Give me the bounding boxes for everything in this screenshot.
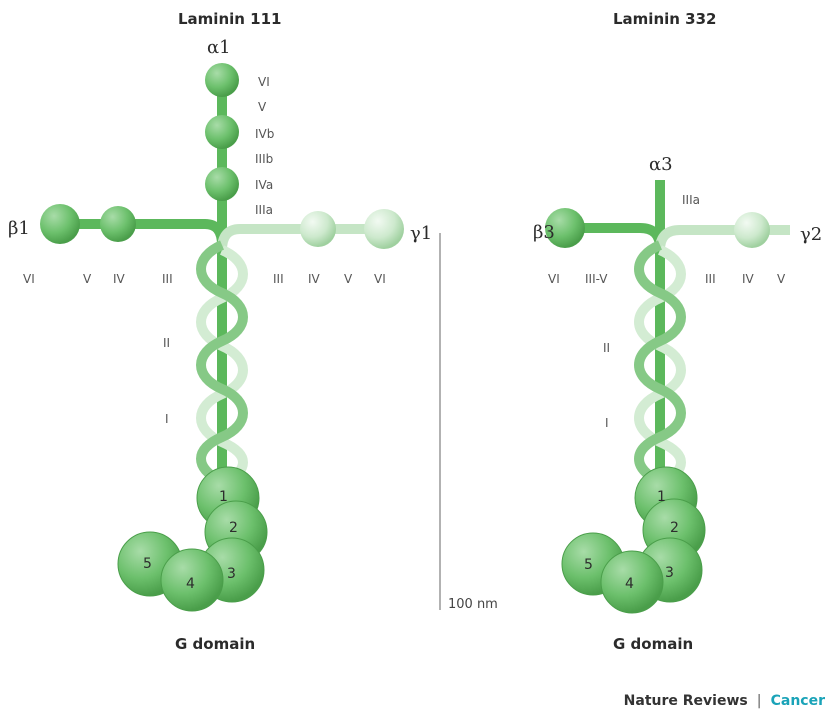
scale-label: 100 nm bbox=[448, 597, 498, 612]
alpha3-label: α3 bbox=[649, 154, 673, 175]
g-domain-332: 1 2 3 4 5 bbox=[562, 467, 705, 613]
gamma2-arm bbox=[660, 230, 790, 250]
g-number: 1 bbox=[219, 489, 228, 505]
beta1-label: β1 bbox=[8, 218, 30, 239]
alpha1-domain-label: VI bbox=[258, 75, 270, 89]
alpha1-domain-label: IVa bbox=[255, 178, 273, 192]
g-number: 2 bbox=[670, 520, 679, 536]
journal-credit: Nature Reviews | Cancer bbox=[624, 693, 825, 709]
gamma2-domain-label: IV bbox=[742, 272, 755, 286]
laminin-332: Laminin 332 α3 IIIa β3 γ2 VI III-V III I… bbox=[533, 10, 822, 653]
coil-domain-label: I bbox=[165, 412, 169, 426]
gamma1-globule-iv bbox=[300, 211, 336, 247]
alpha1-domain-label: IVb bbox=[255, 127, 274, 141]
laminin-111: Laminin 111 α1 VI V IVb IIIb IVa IIIa β1… bbox=[8, 10, 432, 653]
beta1-domain-label: III bbox=[162, 272, 173, 286]
g-domain-111: 1 2 3 4 5 bbox=[118, 467, 267, 611]
g-number: 5 bbox=[143, 556, 152, 572]
beta3-label: β3 bbox=[533, 222, 555, 243]
beta3-domain-label: III-V bbox=[585, 272, 608, 286]
beta1-domain-label: IV bbox=[113, 272, 126, 286]
gamma1-domain-label: VI bbox=[374, 272, 386, 286]
gamma2-globule-iv bbox=[734, 212, 770, 248]
g-domain-label: G domain bbox=[175, 635, 255, 653]
alpha3-domain-label: IIIa bbox=[682, 193, 700, 207]
alpha1-domain-label: IIIa bbox=[255, 203, 273, 217]
beta1-arm bbox=[60, 224, 222, 245]
g-number: 4 bbox=[625, 576, 634, 592]
gamma1-domain-label: III bbox=[273, 272, 284, 286]
beta1-globule-iv bbox=[100, 206, 136, 242]
gamma2-domain-label: III bbox=[705, 272, 716, 286]
alpha1-globule-ivb bbox=[205, 115, 239, 149]
beta3-domain-label: VI bbox=[548, 272, 560, 286]
g-number: 3 bbox=[227, 566, 236, 582]
credit-separator: | bbox=[757, 693, 762, 709]
g-number: 5 bbox=[584, 557, 593, 573]
beta1-domain-label: VI bbox=[23, 272, 35, 286]
gamma1-globule-vi bbox=[364, 209, 404, 249]
beta1-globule-vi bbox=[40, 204, 80, 244]
gamma2-domain-label: V bbox=[777, 272, 786, 286]
alpha1-label: α1 bbox=[207, 37, 231, 58]
laminin-332-title: Laminin 332 bbox=[613, 10, 716, 28]
gamma2-label: γ2 bbox=[800, 224, 822, 245]
alpha1-globule-iva bbox=[205, 167, 239, 201]
alpha1-globule-vi bbox=[205, 63, 239, 97]
journal-section: Cancer bbox=[771, 693, 825, 709]
g-number: 2 bbox=[229, 520, 238, 536]
alpha1-domain-label: V bbox=[258, 100, 267, 114]
gamma1-domain-label: V bbox=[344, 272, 353, 286]
g-number: 3 bbox=[665, 565, 674, 581]
beta1-domain-label: V bbox=[83, 272, 92, 286]
g-domain-label: G domain bbox=[613, 635, 693, 653]
journal-name: Nature Reviews bbox=[624, 693, 748, 709]
coil-domain-label: II bbox=[603, 341, 610, 355]
gamma1-domain-label: IV bbox=[308, 272, 321, 286]
laminin-111-title: Laminin 111 bbox=[178, 10, 281, 28]
coil-domain-label: II bbox=[163, 336, 170, 350]
coil-domain-label: I bbox=[605, 416, 609, 430]
g-number: 1 bbox=[657, 489, 666, 505]
gamma1-label: γ1 bbox=[410, 223, 432, 244]
alpha1-domain-label: IIIb bbox=[255, 152, 273, 166]
g-number: 4 bbox=[186, 576, 195, 592]
